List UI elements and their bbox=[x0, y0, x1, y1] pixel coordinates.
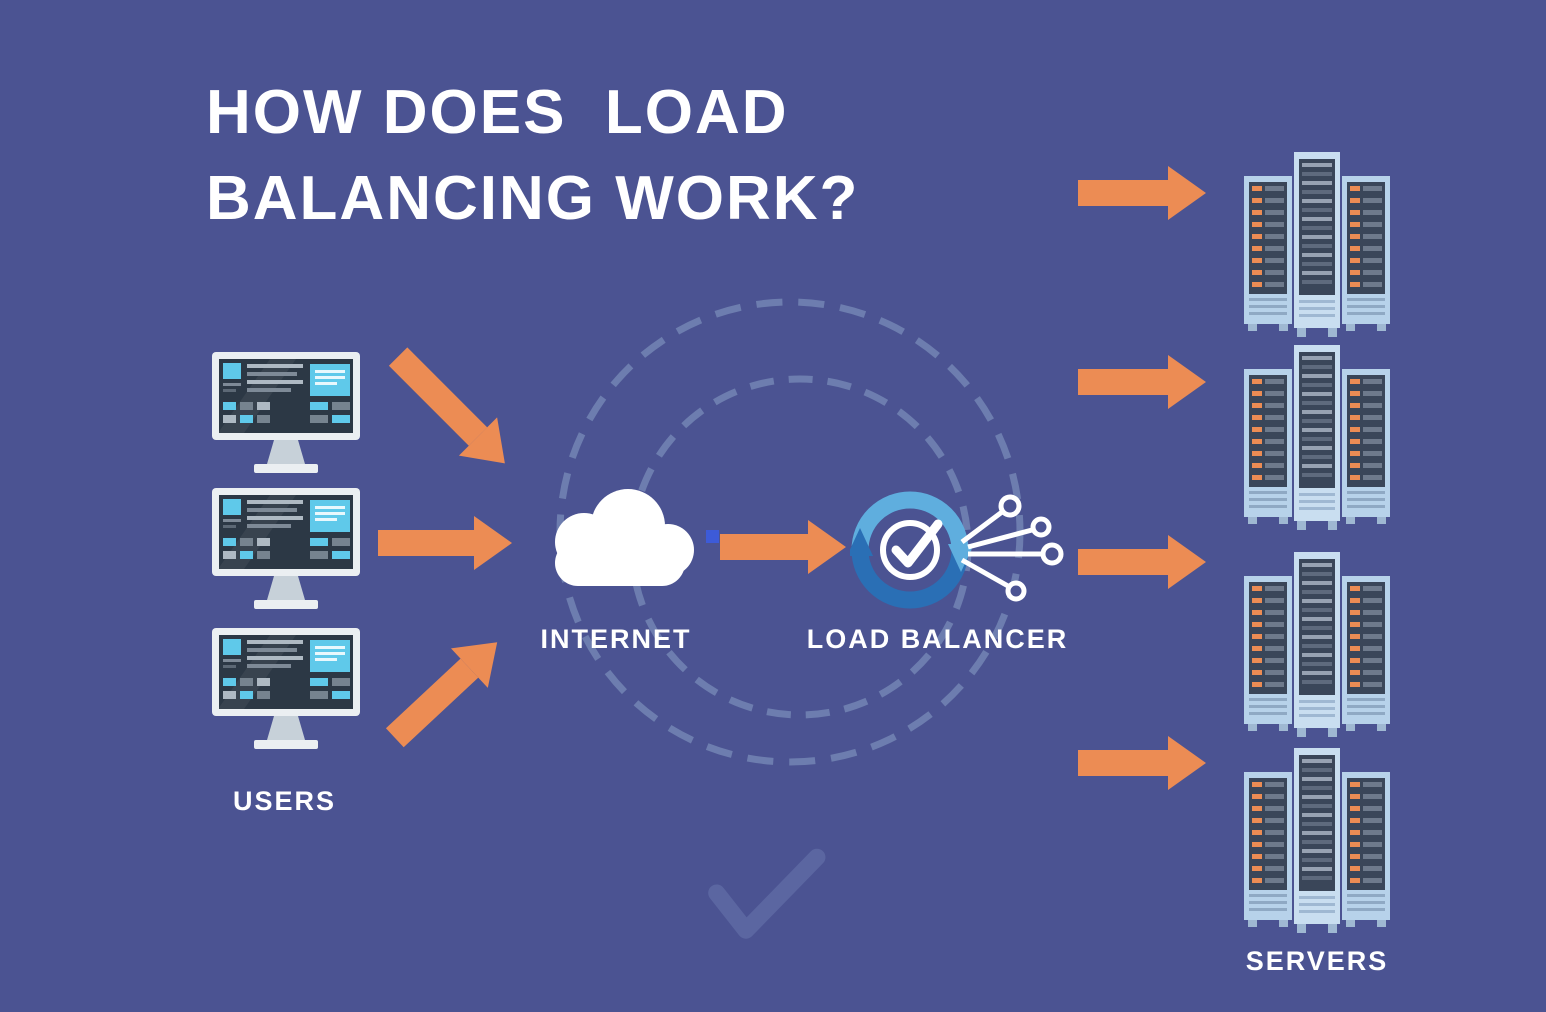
servers-label: SERVERS bbox=[1245, 946, 1389, 976]
desktop-monitor-icon bbox=[212, 628, 360, 754]
arrow-head bbox=[474, 516, 512, 570]
arrow-shaft bbox=[388, 347, 488, 446]
arrow-head bbox=[1168, 355, 1206, 409]
checkmark-watermark-icon bbox=[708, 848, 826, 939]
arrow-shaft bbox=[385, 658, 479, 748]
desktop-monitor-icon bbox=[212, 488, 360, 614]
page-title: HOW DOES LOAD BALANCING WORK? bbox=[206, 70, 859, 242]
server-rack-icon bbox=[1242, 748, 1392, 936]
cloud-icon bbox=[555, 489, 694, 586]
users-label: USERS bbox=[233, 786, 337, 816]
arrow-head bbox=[1168, 166, 1206, 220]
arrow-shaft bbox=[1078, 549, 1168, 575]
arrow-head bbox=[1168, 535, 1206, 589]
arrow-shaft bbox=[1078, 180, 1168, 206]
page-title-line2: BALANCING WORK? bbox=[206, 164, 860, 233]
arrow-shaft bbox=[378, 530, 474, 556]
server-rack-icon bbox=[1242, 552, 1392, 740]
arrow-lb-to-server-2 bbox=[1078, 355, 1206, 409]
arrow-user2-to-internet bbox=[378, 516, 512, 570]
arrow-shaft bbox=[1078, 369, 1168, 395]
arrow-head bbox=[1168, 736, 1206, 790]
arrow-shaft bbox=[720, 534, 808, 560]
arrow-lb-to-server-4 bbox=[1078, 736, 1206, 790]
arrow-user1-to-internet bbox=[379, 338, 524, 483]
load-balancer-label: LOAD BALANCER bbox=[806, 624, 1069, 654]
arrow-lb-to-server-3 bbox=[1078, 535, 1206, 589]
desktop-monitor-icon bbox=[212, 352, 360, 478]
arrow-head bbox=[808, 520, 846, 574]
page-title-line1: HOW DOES LOAD bbox=[206, 78, 789, 147]
server-rack-icon bbox=[1242, 152, 1392, 340]
arrow-user3-to-internet bbox=[376, 622, 516, 758]
arrow-internet-to-lb bbox=[720, 520, 846, 574]
sync-check-network-icon bbox=[850, 491, 1064, 609]
internet-label: INTERNET bbox=[540, 624, 692, 654]
server-rack-icon bbox=[1242, 345, 1392, 533]
arrow-shaft bbox=[1078, 750, 1168, 776]
arrow-lb-to-server-1 bbox=[1078, 166, 1206, 220]
blue-pixel-accent bbox=[706, 530, 719, 543]
